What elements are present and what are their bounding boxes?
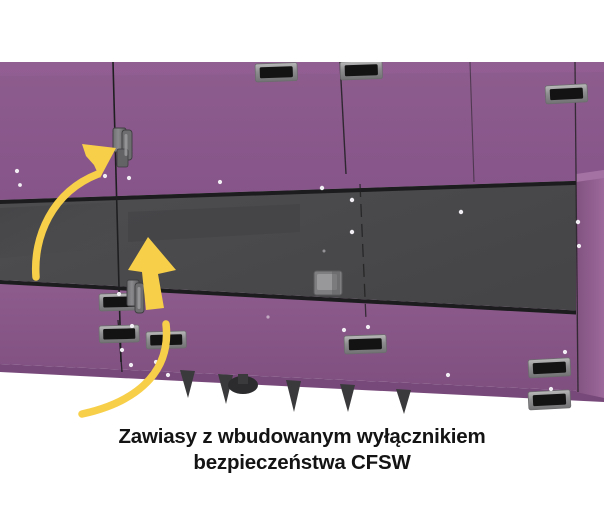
machine-render-figure <box>0 62 604 420</box>
rivets-group <box>14 168 582 392</box>
hinge-upper[interactable] <box>112 127 133 168</box>
handle[interactable] <box>527 389 572 411</box>
figure-caption: Zawiasy z wbudowanym wyłącznikiem bezpie… <box>0 424 604 476</box>
annotation-arrows <box>31 144 176 418</box>
arrow-lower-head <box>128 237 176 310</box>
hinge-lower[interactable] <box>126 279 145 314</box>
panel-seams <box>112 62 579 393</box>
machine-side-wall <box>576 170 604 398</box>
handle[interactable] <box>254 62 298 83</box>
arrow-upper-head-tip <box>88 148 114 173</box>
arrow-upper-shaft <box>31 170 102 281</box>
caption-line-1: Zawiasy z wbudowanym wyłącznikiem <box>118 425 486 448</box>
arrow-lower-shaft <box>78 320 171 418</box>
caption-line-2: bezpieczeństwa CFSW <box>193 451 411 474</box>
handle[interactable] <box>98 324 140 344</box>
handle[interactable] <box>339 62 383 81</box>
machine-feet <box>180 370 411 414</box>
handle[interactable] <box>343 334 387 355</box>
handle[interactable] <box>527 357 572 379</box>
door-latch[interactable] <box>313 270 343 296</box>
handle[interactable] <box>544 83 589 105</box>
machine-render-svg <box>0 62 604 420</box>
purple-panel-upper <box>0 62 604 200</box>
